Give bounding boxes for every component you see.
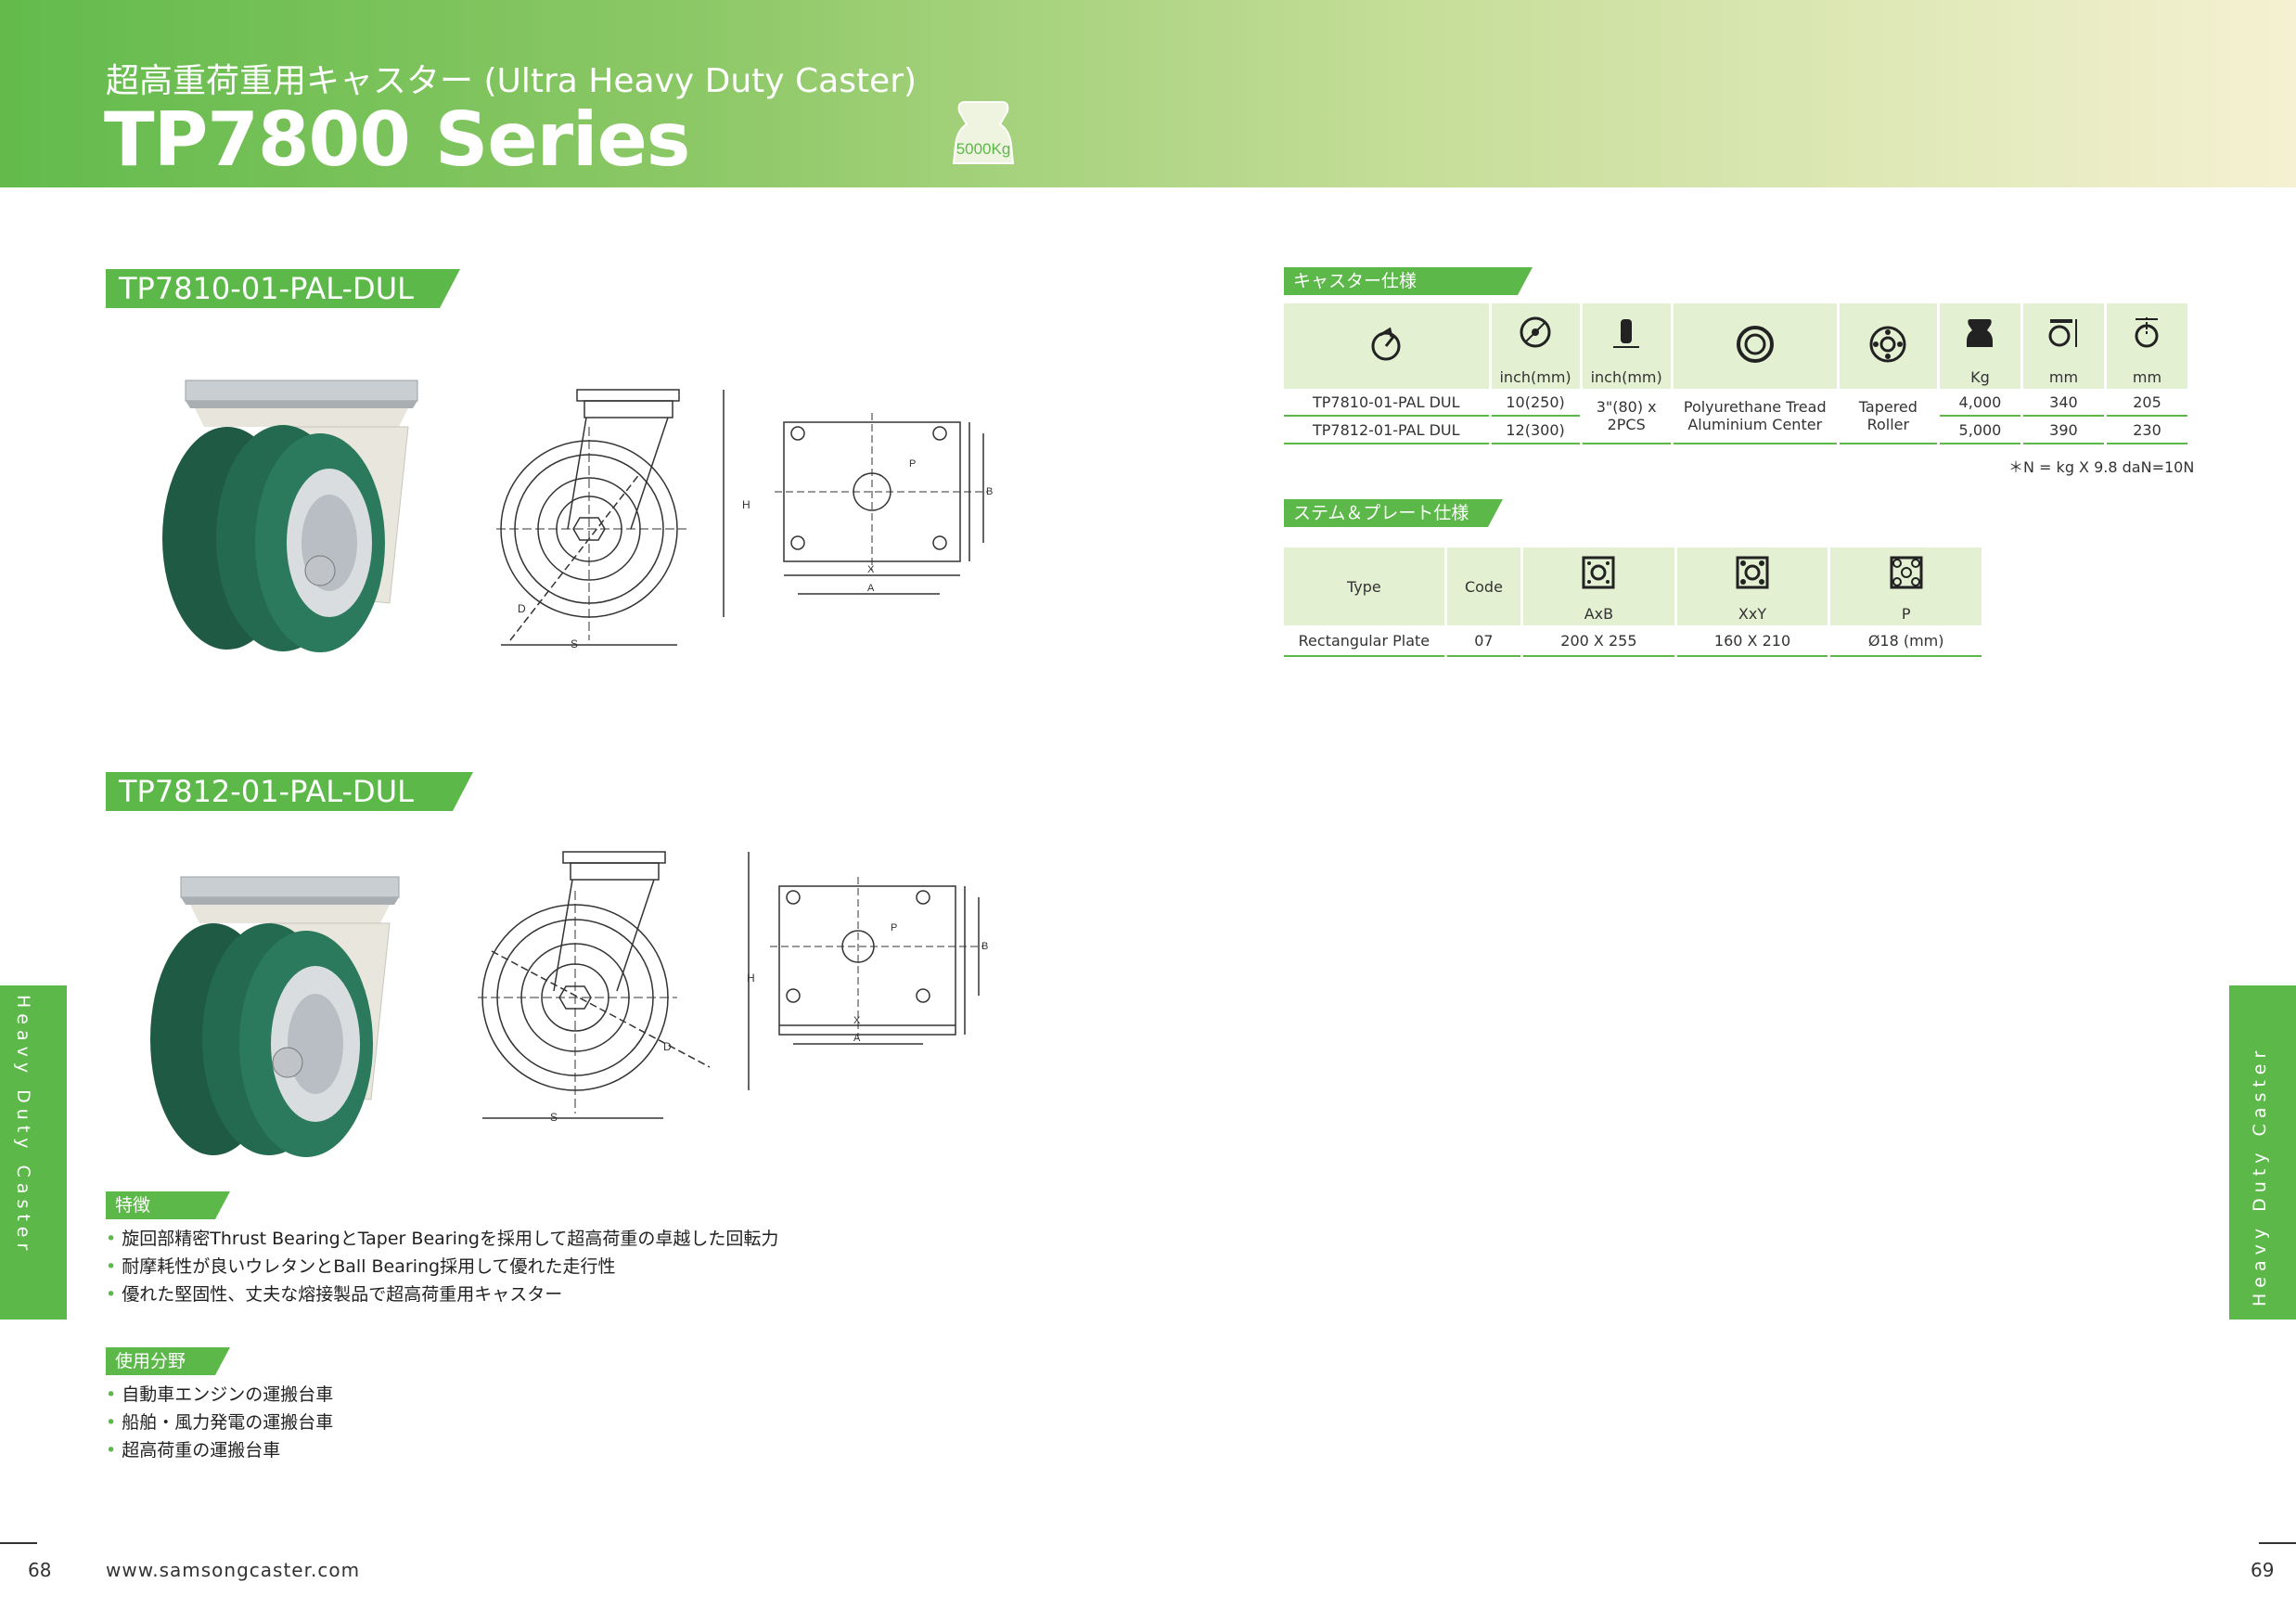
offset-icon (2106, 303, 2187, 365)
list-item: 旋回部精密Thrust BearingとTaper Bearingを採用して超高… (106, 1225, 778, 1253)
side-drawing-1: H S D (496, 389, 750, 650)
plate-spec-tab: ステム＆プレート仕様 (1284, 499, 1503, 527)
diameter-cell: 10(250) (1491, 389, 1580, 417)
axb-header: AxB (1523, 601, 1674, 625)
unit-load: Kg (1939, 365, 2020, 389)
code-cell: 07 (1446, 625, 1521, 657)
wheel-diameter-icon (1491, 303, 1580, 365)
plate-hole-icon (1830, 547, 1982, 601)
axb-cell: 200 X 255 (1523, 625, 1674, 657)
tread-material-icon (1673, 303, 1837, 389)
load-cell: 5,000 (1939, 417, 2020, 444)
list-item: 超高荷重の運搬台車 (106, 1436, 333, 1464)
dim-label-a: A (867, 583, 875, 594)
table-row: Rectangular Plate 07 200 X 255 160 X 210… (1284, 625, 1982, 657)
height-icon (2022, 303, 2104, 365)
page-number-right: 69 (2251, 1559, 2275, 1581)
offset-cell: 205 (2106, 389, 2187, 417)
type-header: Type (1284, 547, 1444, 625)
side-label-right: Heavy Duty Caster (2250, 1045, 2270, 1307)
series-title: TP7800 Series (104, 97, 690, 183)
dim-label-x: X (867, 564, 875, 575)
unit-offset: mm (2106, 365, 2187, 389)
applications-tab: 使用分野 (106, 1347, 230, 1375)
p-header: P (1830, 601, 1982, 625)
unit-height: mm (2022, 365, 2104, 389)
height-cell: 340 (2022, 389, 2104, 417)
caster-photo-2 (150, 876, 400, 1157)
xxy-cell: 160 X 210 (1676, 625, 1828, 657)
load-capacity-icon (1939, 303, 2020, 365)
features-tab: 特徴 (106, 1191, 230, 1219)
plate-xxy-icon (1676, 547, 1828, 601)
model-cell: TP7810-01-PAL DUL (1284, 389, 1489, 417)
height-cell: 390 (2022, 417, 2104, 444)
side-band-right (2229, 985, 2296, 1319)
product-title-2: TP7812-01-PAL-DUL (106, 772, 473, 811)
unit-note: ＊N = kg X 9.8 daN=10N (2008, 458, 2195, 476)
load-weight-icon: 5000Kg (952, 101, 1015, 164)
dim-label-p: P (909, 458, 916, 470)
dim-label-a: A (853, 1033, 861, 1044)
dim-label-h: H (742, 498, 750, 511)
page-rule-left (0, 1542, 37, 1544)
unit-diameter: inch(mm) (1491, 365, 1580, 389)
plate-spec-table: Type Code AxB XxY P Rectangular Plate 07… (1281, 547, 1984, 657)
page-number-left: 68 (28, 1559, 52, 1581)
features-list: 旋回部精密Thrust BearingとTaper Bearingを採用して超高… (106, 1225, 778, 1308)
product-title-1: TP7810-01-PAL-DUL (106, 269, 460, 308)
plate-drawing-2: X A B P (770, 877, 988, 1045)
plate-axb-icon (1523, 547, 1674, 601)
dim-label-x: X (853, 1015, 861, 1026)
p-cell: Ø18 (mm) (1830, 625, 1982, 657)
caster-spec-table: inch(mm) inch(mm) Kg mm mm TP7810-01-PAL… (1281, 303, 2190, 444)
caster-spec-tab: キャスター仕様 (1284, 267, 1533, 295)
dim-label-b: B (986, 486, 993, 497)
dim-label-d: D (518, 602, 526, 615)
dim-label-p: P (891, 922, 897, 933)
type-cell: Rectangular Plate (1284, 625, 1444, 657)
dim-label-s: S (550, 1111, 558, 1124)
plate-drawing-1: X A B P (775, 413, 993, 595)
side-drawing-2: H S D (478, 851, 755, 1124)
dim-label-d: D (663, 1040, 672, 1053)
side-band-left (0, 985, 67, 1319)
list-item: 耐摩耗性が良いウレタンとBall Bearing採用して優れた走行性 (106, 1253, 778, 1281)
code-header: Code (1446, 547, 1521, 625)
header-banner (0, 0, 2296, 187)
applications-list: 自動車エンジンの運搬台車 船舶・風力発電の運搬台車 超高荷重の運搬台車 (106, 1381, 333, 1464)
series-subtitle: 超高重荷重用キャスター (Ultra Heavy Duty Caster) (106, 62, 917, 100)
xxy-header: XxY (1676, 601, 1828, 625)
side-label-left: Heavy Duty Caster (13, 995, 33, 1256)
dim-label-h: H (747, 972, 755, 985)
load-cell: 4,000 (1939, 389, 2020, 417)
unit-width: inch(mm) (1582, 365, 1671, 389)
wheel-width-icon (1582, 303, 1671, 365)
list-item: 優れた堅固性、丈夫な熔接製品で超高荷重用キャスター (106, 1281, 778, 1308)
diameter-cell: 12(300) (1491, 417, 1580, 444)
model-cell: TP7812-01-PAL DUL (1284, 417, 1489, 444)
dim-label-b: B (981, 941, 988, 952)
swivel-icon (1284, 303, 1489, 389)
table-row: TP7812-01-PAL DUL 12(300) 5,000 390 230 (1284, 417, 2187, 444)
dim-label-s: S (571, 637, 578, 650)
list-item: 船舶・風力発電の運搬台車 (106, 1409, 333, 1436)
caster-photo-1 (162, 380, 418, 652)
offset-cell: 230 (2106, 417, 2187, 444)
list-item: 自動車エンジンの運搬台車 (106, 1381, 333, 1409)
page-rule-right (2259, 1542, 2296, 1544)
weight-badge-label: 5000Kg (956, 140, 1011, 158)
website-link[interactable]: www.samsongcaster.com (106, 1559, 361, 1581)
bearing-icon (1839, 303, 1937, 389)
